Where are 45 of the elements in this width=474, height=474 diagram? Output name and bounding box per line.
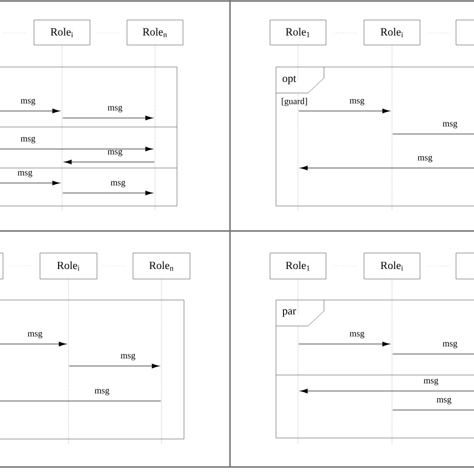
edge-label: msg (418, 156, 432, 162)
message-arrow (62, 116, 153, 120)
role-box: Role$_{i}$ (364, 20, 420, 46)
role-box: Role$_{i}$ (364, 252, 420, 280)
edge-label: msg (28, 332, 42, 338)
edge-label: msg (120, 354, 136, 360)
message-arrow (300, 166, 474, 170)
fragment-tab: par (276, 300, 324, 326)
edge-label: msg (94, 388, 110, 396)
message-arrow (68, 364, 160, 368)
role-box (456, 20, 474, 46)
role-box: Role$_{i}$ (40, 252, 98, 280)
message-arrow (64, 160, 155, 164)
edge-label: msg (18, 170, 32, 178)
message-arrow (62, 190, 153, 196)
edge-label: msg (350, 98, 364, 106)
role-box: Role$_{n}$ (126, 20, 184, 46)
role-box (456, 252, 474, 280)
edge-label: msg (350, 332, 364, 338)
lifeline (154, 44, 156, 210)
edge-label: msg (20, 98, 36, 106)
role-box (0, 252, 4, 280)
role-box: Role$_{n}$ (132, 252, 190, 280)
edge-label: msg (436, 398, 452, 404)
edge-label: msg (108, 106, 122, 112)
guard-label: [guard] (282, 98, 307, 106)
edge-label: msg (442, 342, 458, 348)
message-arrow (0, 146, 153, 152)
message-arrow (298, 108, 390, 114)
message-arrow (0, 108, 60, 114)
role-box: Role$_{1}$ (270, 20, 326, 46)
lifeline (161, 278, 162, 444)
edge-label: msg (442, 122, 458, 128)
message-arrow (300, 388, 474, 394)
fragment-tab: opt (276, 66, 324, 94)
message-arrow (0, 180, 60, 186)
lifeline (68, 278, 69, 444)
message-arrow (0, 342, 66, 346)
edge-label: msg (424, 378, 438, 386)
edge-label: msg (108, 150, 122, 156)
edge-label: msg (20, 136, 36, 144)
edge-label: msg (110, 180, 126, 188)
message-arrow (298, 342, 390, 346)
role-box: Role$_{1}$ (270, 252, 326, 280)
role-box: Role$_{i}$ (34, 20, 90, 46)
